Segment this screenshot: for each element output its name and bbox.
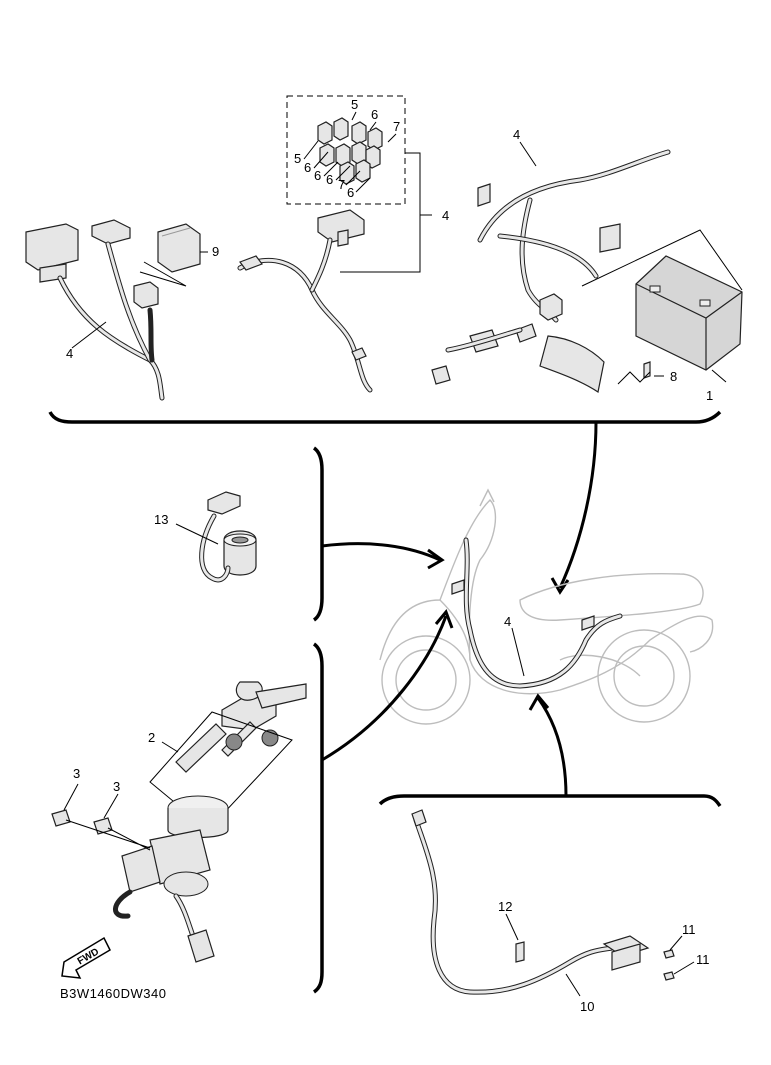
fuse-inset-box <box>286 95 406 205</box>
callout-fuse-6-c: 6 <box>314 168 321 183</box>
callout-fuse-5-left: 5 <box>294 151 301 166</box>
drawing-code: B3W1460DW340 <box>60 986 166 1001</box>
arrow-bottom-to-scooter <box>536 697 568 797</box>
callout-relay: 9 <box>212 244 219 259</box>
callout-battery: 1 <box>706 388 713 403</box>
fwd-label: FWD <box>76 946 101 967</box>
scooter-harness <box>463 537 623 689</box>
callout-screw-a: 3 <box>73 766 80 781</box>
callout-fuse-6-b: 6 <box>304 160 311 175</box>
top-section-bracket <box>48 410 722 424</box>
switch-section-bracket <box>312 642 324 994</box>
arrow-socket-to-scooter <box>321 542 441 562</box>
callout-fuse-6-d: 6 <box>326 172 333 187</box>
socket-assembly: 13 <box>154 446 445 622</box>
callout-fuse-6-a: 6 <box>371 107 378 122</box>
callout-bolt-b: 11 <box>696 952 710 967</box>
callout-main-switch-key: 2 <box>148 730 155 745</box>
callout-fuse-5-top: 5 <box>351 97 358 112</box>
callout-clamp: 12 <box>498 899 512 914</box>
arrow-top-to-scooter <box>558 421 598 589</box>
scooter-overview: 4 <box>379 488 714 725</box>
fuse-group <box>317 117 383 185</box>
bottom-section-bracket <box>378 794 722 807</box>
top-assembly: 5 6 7 5 6 6 6 7 6 4 <box>25 95 743 595</box>
callout-harness-fuse-bracket: 4 <box>442 208 449 223</box>
fuse-box-harness <box>237 209 373 393</box>
harness-top-right-assembly <box>431 149 671 393</box>
harness-top-left-assembly <box>25 219 201 401</box>
socket-section-bracket <box>312 446 324 622</box>
callout-fuse-7-a: 7 <box>393 119 400 134</box>
callout-socket: 13 <box>154 512 168 527</box>
callout-sub-harness: 10 <box>580 999 594 1014</box>
callout-screw-b: 3 <box>113 779 120 794</box>
callout-harness-top-right: 4 <box>513 127 520 142</box>
main-switch-assembly: 2 3 3 FWD B3W1460DW340 <box>51 609 454 1001</box>
callout-harness-top-left: 4 <box>66 346 73 361</box>
fuse-bracket-leader <box>340 152 432 273</box>
callout-harness-scooter: 4 <box>504 614 511 629</box>
fwd-arrow-icon: FWD <box>61 936 111 979</box>
sub-harness-assembly: 12 10 11 11 <box>378 693 722 1014</box>
arrow-switch-to-scooter <box>321 615 448 762</box>
callout-fuse-6-e: 6 <box>347 185 354 200</box>
callout-battery-band: 8 <box>670 369 677 384</box>
callout-fuse-7-b: 7 <box>338 177 345 192</box>
battery <box>635 255 743 371</box>
callout-bolt-a: 11 <box>682 922 696 937</box>
